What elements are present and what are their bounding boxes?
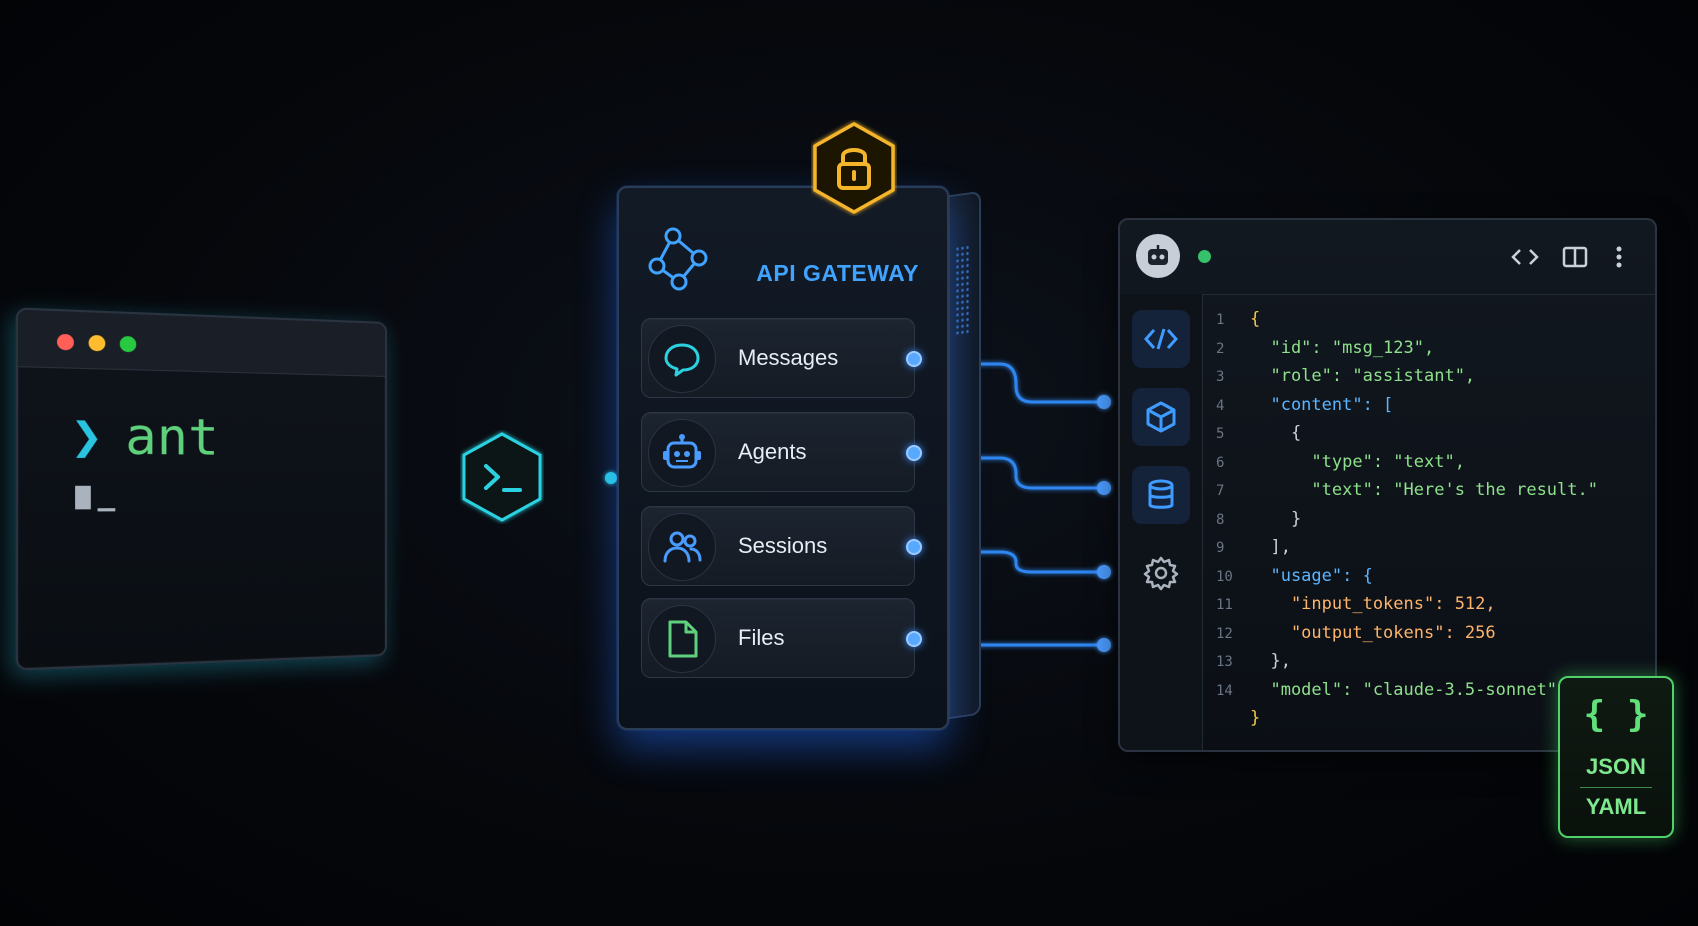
format-badge[interactable]: { } JSON YAML bbox=[1558, 676, 1674, 838]
code-editor-window: 1{ 2 "id": "msg_123", 3 "role": "assista… bbox=[1118, 218, 1657, 752]
minimize-dot[interactable] bbox=[88, 334, 106, 352]
code-text: } bbox=[1250, 708, 1261, 728]
file-icon bbox=[668, 620, 698, 658]
terminal-prompt: ❯ ant bbox=[71, 406, 219, 467]
line-number: 9 bbox=[1216, 540, 1225, 556]
terminal-window: ❯ ant bbox=[15, 307, 387, 671]
code-text: ], bbox=[1250, 537, 1291, 557]
terminal-cursor-underscore bbox=[97, 508, 116, 512]
line-number: 3 bbox=[1216, 369, 1225, 385]
braces-icon: { } bbox=[1583, 694, 1649, 735]
service-label: Sessions bbox=[738, 533, 828, 558]
close-dot[interactable] bbox=[56, 333, 74, 351]
more-vertical-icon[interactable] bbox=[1604, 242, 1634, 272]
service-agents[interactable]: Agents bbox=[641, 412, 922, 492]
line-number: 1 bbox=[1216, 312, 1225, 328]
line-number: 12 bbox=[1216, 625, 1233, 642]
database-icon[interactable] bbox=[1132, 466, 1190, 524]
code-text: "type": "text", bbox=[1250, 451, 1465, 472]
service-port bbox=[906, 445, 922, 461]
chat-bubble-icon bbox=[664, 343, 700, 377]
service-icon-frame bbox=[648, 605, 716, 673]
terminal-cursor bbox=[75, 485, 91, 510]
service-icon-frame bbox=[648, 419, 716, 487]
service-messages[interactable]: Messages bbox=[641, 318, 922, 398]
line-number: 11 bbox=[1216, 597, 1233, 613]
code-line: 9 ], bbox=[1216, 534, 1598, 563]
code-text: { bbox=[1250, 423, 1302, 443]
code-text: "id": "msg_123", bbox=[1250, 337, 1435, 358]
cube-icon[interactable] bbox=[1132, 388, 1190, 446]
format-json-label: JSON bbox=[1586, 754, 1646, 779]
code-line: 3 "role": "assistant", bbox=[1216, 363, 1598, 392]
service-sessions[interactable]: Sessions bbox=[641, 506, 922, 586]
code-line: 1{ bbox=[1216, 306, 1598, 335]
code-line: 8 } bbox=[1216, 506, 1598, 535]
code-line: 2 "id": "msg_123", bbox=[1216, 335, 1598, 364]
line-number: 2 bbox=[1216, 340, 1225, 357]
editor-header bbox=[1120, 220, 1655, 295]
service-label: Messages bbox=[738, 345, 839, 370]
padlock-icon bbox=[813, 121, 895, 215]
gateway-title: API GATEWAY bbox=[756, 260, 919, 286]
service-icon-frame bbox=[648, 513, 716, 581]
code-text: { bbox=[1250, 309, 1261, 329]
code-text: "role": "assistant", bbox=[1250, 366, 1476, 386]
gear-icon[interactable] bbox=[1132, 544, 1190, 602]
code-line: } bbox=[1216, 705, 1598, 733]
code-line: 7 "text": "Here's the result." bbox=[1216, 477, 1598, 506]
line-number: 5 bbox=[1216, 426, 1225, 442]
vent-dots bbox=[955, 244, 969, 337]
code-text: "input_tokens": 512, bbox=[1250, 594, 1496, 614]
format-yaml-label: YAML bbox=[1585, 794, 1647, 819]
divider bbox=[1580, 787, 1652, 788]
network-graph-icon bbox=[648, 227, 708, 291]
code-line: 11 "input_tokens": 512, bbox=[1216, 591, 1598, 620]
code-line: 14 "model": "claude-3.5-sonnet" bbox=[1216, 677, 1598, 706]
robot-icon bbox=[1148, 245, 1168, 265]
line-number: 13 bbox=[1216, 654, 1233, 670]
line-number: 14 bbox=[1216, 682, 1233, 699]
service-label: Files bbox=[738, 625, 785, 650]
code-line: 12 "output_tokens": 256 bbox=[1216, 620, 1598, 649]
status-indicator bbox=[1198, 250, 1211, 263]
service-port bbox=[906, 539, 922, 555]
line-number: 7 bbox=[1216, 483, 1225, 499]
code-text: "content": [ bbox=[1250, 394, 1394, 415]
code-text: "output_tokens": 256 bbox=[1250, 622, 1496, 643]
service-port bbox=[906, 351, 922, 367]
service-files[interactable]: Files bbox=[641, 598, 922, 678]
service-icon-frame bbox=[648, 325, 716, 393]
code-text: }, bbox=[1250, 651, 1291, 671]
users-icon bbox=[663, 531, 702, 563]
chevron-right-icon: ❯ bbox=[70, 406, 104, 467]
service-label: Agents bbox=[738, 439, 807, 464]
line-number: 10 bbox=[1216, 568, 1233, 585]
code-icon[interactable] bbox=[1132, 310, 1190, 368]
avatar[interactable] bbox=[1136, 234, 1180, 278]
line-number: 8 bbox=[1216, 511, 1225, 528]
line-number: 4 bbox=[1216, 397, 1225, 414]
api-gateway: API GATEWAY Messages Agents bbox=[617, 186, 949, 730]
service-port bbox=[906, 631, 922, 647]
line-number: 6 bbox=[1216, 454, 1225, 471]
editor-sidebar bbox=[1120, 294, 1203, 750]
code-text: "usage": { bbox=[1250, 565, 1373, 586]
code-text: } bbox=[1250, 508, 1302, 529]
code-text: "text": "Here's the result." bbox=[1250, 480, 1598, 500]
terminal-titlebar bbox=[18, 309, 386, 377]
code-line: 10 "usage": { bbox=[1216, 563, 1598, 592]
terminal-command: ant bbox=[125, 407, 219, 468]
robot-icon bbox=[663, 434, 701, 469]
code-text: "model": "claude-3.5-sonnet" bbox=[1250, 679, 1558, 700]
code-line: 6 "type": "text", bbox=[1216, 449, 1598, 478]
code-line: 5 { bbox=[1216, 420, 1598, 449]
code-line: 4 "content": [ bbox=[1216, 392, 1598, 421]
code-icon[interactable] bbox=[1510, 242, 1540, 272]
split-view-icon[interactable] bbox=[1560, 242, 1590, 272]
code-line: 13 }, bbox=[1216, 648, 1598, 677]
maximize-dot[interactable] bbox=[119, 335, 137, 353]
terminal-hex-icon bbox=[462, 432, 542, 522]
json-code-block: 1{ 2 "id": "msg_123", 3 "role": "assista… bbox=[1216, 306, 1598, 733]
